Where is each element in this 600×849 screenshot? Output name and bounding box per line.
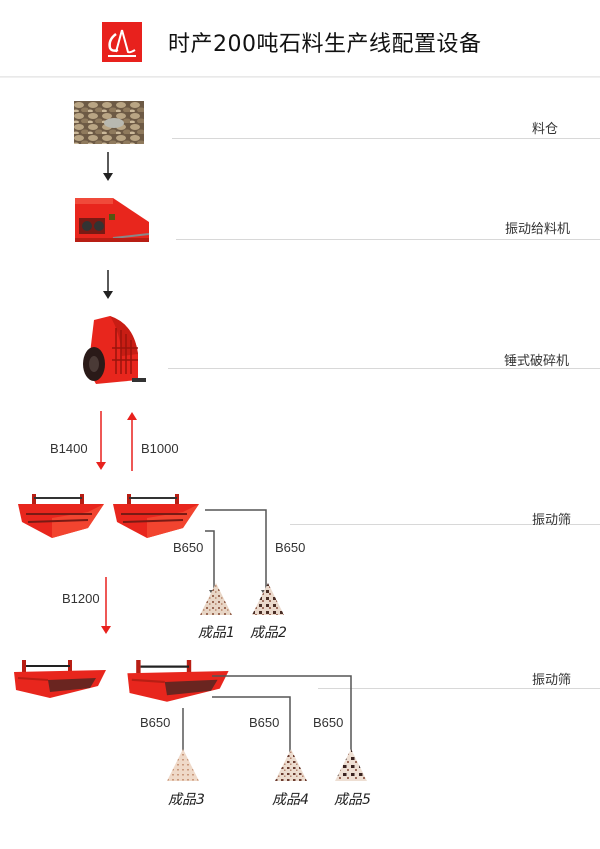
product-pile-4-icon [274, 748, 308, 782]
flow-arrow-down-icon [102, 152, 114, 182]
stage-label-screen-2: 振动筛 [532, 673, 572, 688]
vibrating-screen-photo-icon [18, 492, 104, 540]
stage-label-bin: 料仓 [532, 122, 559, 137]
flow-arrow-down-red-icon [100, 577, 112, 635]
header [0, 0, 600, 78]
flow-arrow-down-icon [102, 270, 114, 300]
stage-divider [168, 368, 600, 369]
stage-label-screen-1: 振动筛 [532, 513, 572, 528]
vibrating-screen-photo-icon [126, 660, 230, 704]
product-pile-3-icon [166, 748, 200, 782]
page-title: 时产200吨石料生产线配置设备 [168, 32, 482, 57]
flow-arrow-up-red-icon [126, 411, 138, 471]
product-label-3: 成品3 [168, 792, 205, 808]
conveyor-label-b650-p4: B650 [249, 715, 280, 730]
conveyor-label-b650-p1: B650 [173, 540, 204, 555]
stage-divider [290, 524, 600, 525]
vibrating-screen-photo-icon [112, 492, 200, 540]
product-pile-5-icon [334, 748, 368, 782]
header-divider [0, 76, 600, 78]
conveyor-label-b1000: B1000 [141, 441, 179, 456]
product-pile-2-icon [251, 582, 285, 616]
stage-divider [172, 138, 600, 139]
product-label-1: 成品1 [198, 625, 235, 641]
stage-divider [176, 239, 600, 240]
company-logo-icon [102, 22, 142, 62]
product-label-5: 成品5 [334, 792, 371, 808]
conveyor-label-b1200: B1200 [62, 591, 100, 606]
conveyor-label-b650-p3: B650 [140, 715, 171, 730]
stage-label-feeder: 振动给料机 [505, 222, 571, 237]
conveyor-label-b650-p5: B650 [313, 715, 344, 730]
vibrating-screen-photo-icon [14, 660, 106, 700]
product-label-2: 成品2 [250, 625, 287, 641]
stage-divider [318, 688, 600, 689]
vibrating-feeder-photo-icon [73, 194, 151, 246]
product-pile-1-icon [199, 582, 233, 616]
conveyor-label-b650-p2: B650 [275, 540, 306, 555]
stone-bin-photo-icon [74, 101, 144, 144]
flow-arrow-down-red-icon [95, 411, 107, 471]
hammer-crusher-photo-icon [76, 314, 148, 394]
product-label-4: 成品4 [272, 792, 309, 808]
conveyor-label-b1400: B1400 [50, 441, 88, 456]
stage-label-crusher: 锤式破碎机 [504, 354, 570, 369]
